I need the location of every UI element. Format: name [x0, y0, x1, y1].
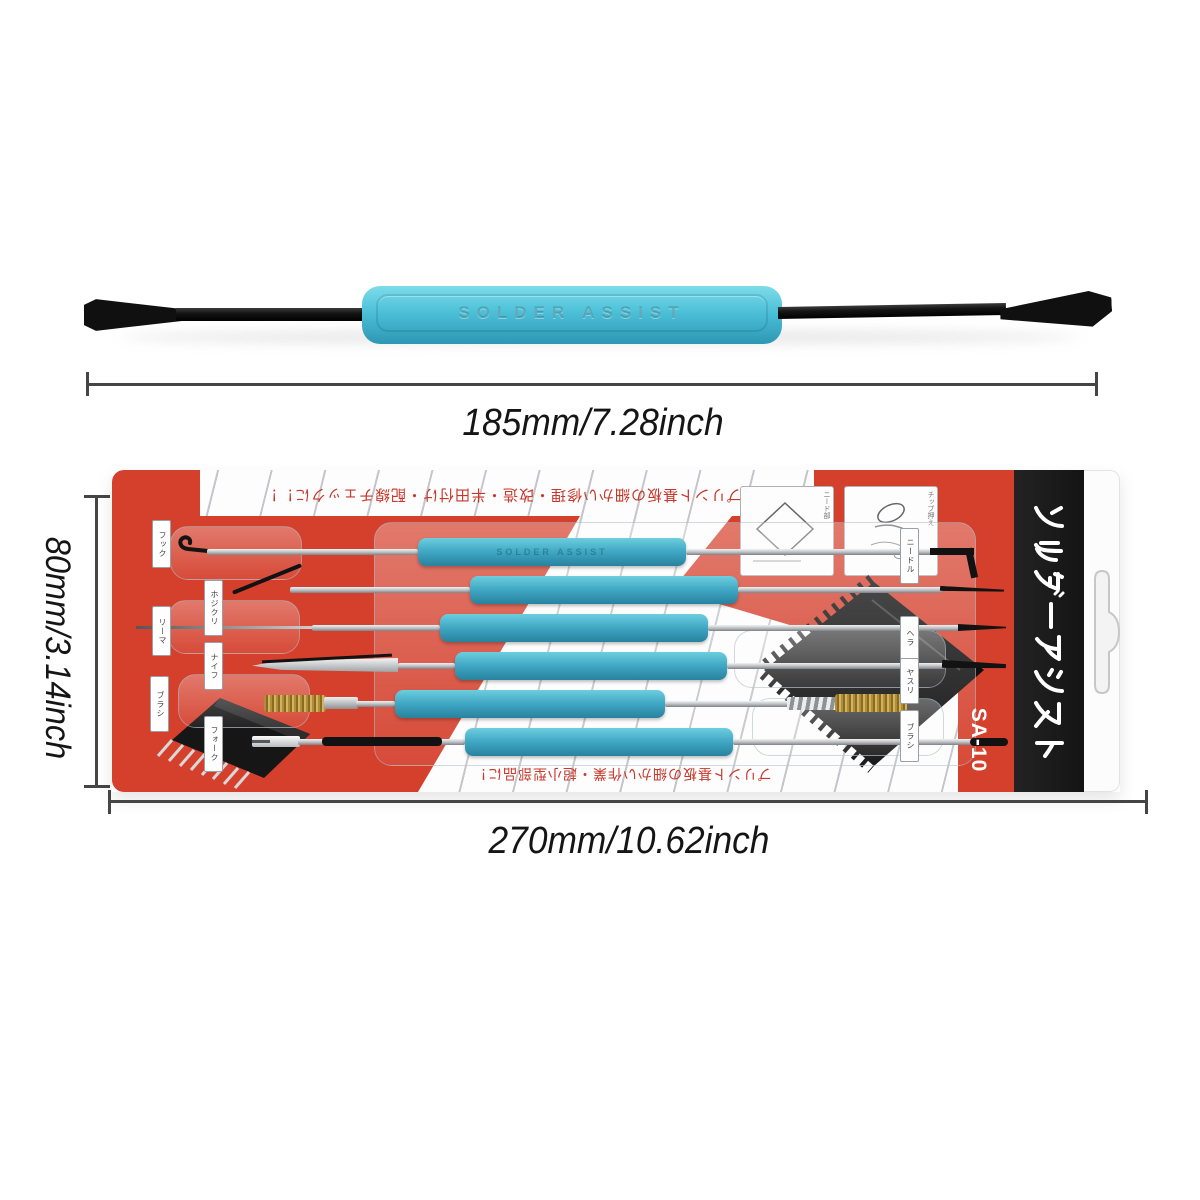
tool-shaft: [290, 587, 470, 593]
tool-handle-blue: SOLDER ASSIST: [418, 538, 686, 566]
tool-handle-blue: [465, 728, 733, 756]
brush-ferrule: [324, 697, 358, 709]
packaged-tool-row: [112, 727, 1014, 757]
tool-left-blade-tip: [84, 299, 184, 331]
tool-handle: SOLDER ASSIST: [362, 286, 782, 344]
dimension-line-horizontal: [88, 383, 1098, 386]
hang-slot-cutout: [1094, 569, 1120, 695]
hang-tab: [1084, 470, 1120, 792]
dimension-cap-right: [1095, 372, 1098, 396]
model-number-text: SA-10: [967, 707, 990, 773]
usage-illustration-box-2: チップ押え: [844, 486, 938, 576]
hook-tip: [178, 535, 210, 553]
handle-brand-text-small: SOLDER ASSIST: [496, 547, 608, 557]
solder-assist-tool-photo: SOLDER ASSIST: [0, 0, 1200, 460]
tip-label: ブラシ: [150, 676, 169, 732]
tool-handle-blue: [470, 576, 738, 604]
tip-label: リーマ: [152, 606, 171, 656]
tool-length-label: 185mm/7.28inch: [462, 402, 724, 444]
chip-sketch: [753, 501, 815, 562]
package-title-vertical-text: [1034, 506, 1065, 758]
cone-tip: [958, 624, 1006, 631]
dimension-line-vertical: [95, 497, 98, 788]
brush-tip-right: [835, 694, 907, 712]
dimension-cap-right-bottom: [1145, 790, 1148, 814]
packaged-tool-row: [112, 563, 1014, 605]
tool-handle-blue: [395, 690, 665, 718]
fork-notch: [252, 740, 270, 743]
tool-handle-blue: [455, 652, 727, 680]
brush-tip-left: [264, 695, 326, 712]
flat-black-tip: [942, 660, 1006, 670]
tool-right-rod: [777, 303, 1007, 319]
tip-label: フック: [152, 520, 171, 568]
tip-label: ナイフ: [204, 642, 223, 690]
tip-label: フォーク: [204, 716, 223, 772]
illustration-caption-2: チップ押え: [927, 491, 934, 526]
black-mid-section: [322, 737, 442, 746]
tool-shaft: [686, 549, 932, 555]
tool-shaft: [398, 663, 455, 669]
package-title-strip: [1014, 470, 1084, 792]
tip-label: ニードル: [900, 528, 919, 584]
handle-brand-text: SOLDER ASSIST: [458, 303, 686, 322]
package-top-marketing-text: プリント基板の細かい修理・改造・半田付け・配線チェックに！！: [262, 486, 743, 503]
tool-shaft: [733, 739, 977, 745]
packaged-tool-row: [112, 651, 1014, 681]
usage-illustration-box-1: ニード部: [740, 486, 834, 576]
fork-tip: [252, 736, 300, 747]
handle-emboss-outline: [376, 294, 768, 332]
tool-left-rod: [176, 308, 372, 321]
round-black-tip: [970, 738, 1008, 746]
tool-shaft: [738, 587, 942, 593]
dimension-cap-left-bottom: [108, 790, 111, 814]
tool-handle-blue: [440, 614, 708, 642]
tip-label: ブラシ: [900, 710, 919, 762]
bent-l-tip: [930, 548, 974, 555]
packaged-tool-row: [112, 613, 1014, 643]
package-width-label: 270mm/10.62inch: [488, 820, 770, 862]
tool-shaft: [312, 625, 440, 631]
tool-shaft: [207, 549, 418, 555]
dimension-line-horizontal-bottom: [110, 800, 1148, 803]
dimension-cap-top: [84, 495, 110, 498]
packaged-tool-row: [112, 689, 1014, 719]
tool-right-blade-tip: [999, 289, 1113, 333]
tip-label: ホジクリ: [204, 580, 223, 636]
dimension-cap-left: [86, 372, 89, 396]
illustration-caption-1: ニード部: [823, 491, 830, 519]
thin-pin-tip: [136, 626, 316, 629]
tip-label: ヘラ: [900, 616, 919, 660]
threaded-section: [787, 697, 837, 710]
package-card: プリント基板の細かい修理・改造・半田付け・配線チェックに！！ プリント基板の細か…: [112, 470, 1014, 792]
package-height-label: 80mm/3.14inch: [38, 536, 77, 760]
tool-shaft: [708, 625, 962, 631]
tool-shaft: [356, 701, 395, 707]
dimension-cap-bottom: [84, 785, 110, 788]
tool-shaft: [727, 663, 945, 669]
blister-package: プリント基板の細かい修理・改造・半田付け・配線チェックに！！ プリント基板の細か…: [112, 470, 1120, 792]
tool-shaft: [665, 701, 789, 707]
tip-label: ヤスリ: [900, 658, 919, 704]
needle-tip: [940, 586, 1004, 593]
packaged-tool-row: SOLDER ASSIST: [112, 535, 1014, 579]
